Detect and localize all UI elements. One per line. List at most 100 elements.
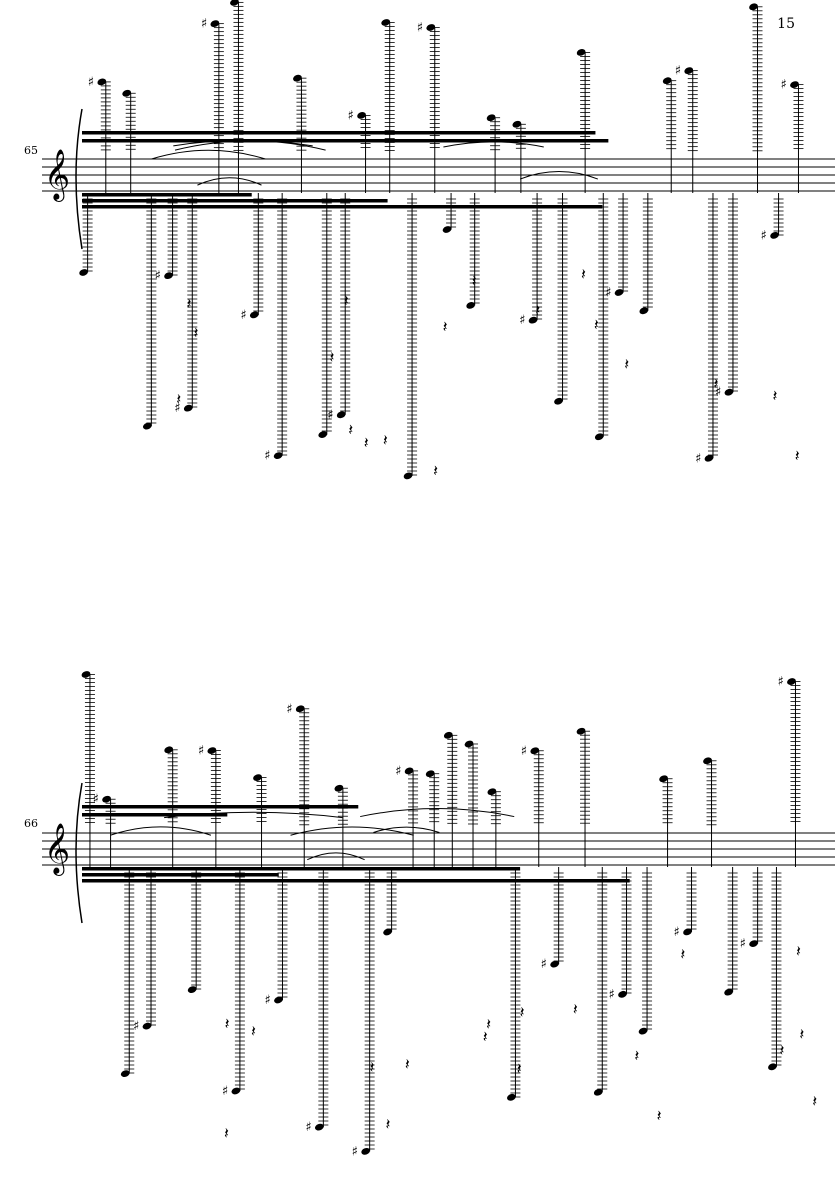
sharp-icon: ♯ <box>521 744 527 759</box>
note-head <box>442 226 452 233</box>
slur <box>197 177 262 186</box>
note-head <box>787 678 796 685</box>
slur <box>360 808 515 818</box>
sharp-icon: ♯ <box>198 744 204 759</box>
note-head <box>507 1093 516 1101</box>
slur <box>174 140 326 151</box>
note-head <box>231 1087 241 1095</box>
sharp-icon: ♯ <box>348 108 354 123</box>
note-head <box>704 454 714 462</box>
sharp-icon: ♯ <box>155 269 161 284</box>
quarter-rest-icon: 𝄽 <box>517 1059 522 1078</box>
note-head <box>768 1063 777 1071</box>
sharp-icon: ♯ <box>88 75 94 90</box>
note-head <box>426 24 436 31</box>
note-head <box>724 988 733 996</box>
note-head <box>381 19 391 26</box>
note-head <box>318 431 328 438</box>
sharp-icon: ♯ <box>519 313 525 328</box>
quarter-rest-icon: 𝄽 <box>486 1015 491 1034</box>
quarter-rest-icon: 𝄽 <box>634 1046 639 1065</box>
sharp-icon: ♯ <box>609 987 615 1002</box>
quarter-rest-icon: 𝄽 <box>224 1123 229 1142</box>
quarter-rest-icon: 𝄽 <box>812 1091 817 1110</box>
note-head <box>383 928 392 936</box>
sharp-icon: ♯ <box>541 957 547 972</box>
quarter-rest-icon: 𝄽 <box>370 1058 375 1077</box>
note-head <box>404 767 414 775</box>
note-head <box>273 452 283 459</box>
quarter-rest-icon: 𝄽 <box>386 1114 391 1133</box>
note-head <box>207 747 217 754</box>
note-head <box>770 231 779 239</box>
quarter-rest-icon: 𝄽 <box>383 430 388 449</box>
note-head <box>724 388 734 396</box>
note-head <box>618 990 627 998</box>
beam <box>82 131 596 135</box>
quarter-rest-icon: 𝄽 <box>251 1022 256 1041</box>
note-head <box>361 1147 371 1155</box>
note-head <box>230 0 239 6</box>
note-head <box>97 78 107 86</box>
slur <box>373 826 440 833</box>
note-head <box>295 705 305 713</box>
note-head <box>293 74 302 82</box>
measure-number-66: 66 <box>24 817 38 830</box>
note-head <box>81 671 91 678</box>
note-head <box>164 746 174 754</box>
quarter-rest-icon: 𝄽 <box>535 301 540 320</box>
note-head <box>749 3 758 11</box>
sharp-icon: ♯ <box>264 449 270 464</box>
beam <box>82 867 521 871</box>
quarter-rest-icon: 𝄽 <box>796 941 801 960</box>
quarter-rest-icon: 𝄽 <box>773 386 778 405</box>
note-head <box>249 311 259 319</box>
note-head <box>486 114 496 122</box>
quarter-rest-icon: 𝄽 <box>364 433 369 452</box>
quarter-rest-icon: 𝄽 <box>714 374 719 393</box>
treble-clef-icon: 𝄞 <box>44 149 70 202</box>
quarter-rest-icon: 𝄽 <box>795 446 800 465</box>
note-head <box>512 120 522 128</box>
quarter-rest-icon: 𝄽 <box>443 317 448 336</box>
note-head <box>314 1123 324 1131</box>
quarter-rest-icon: 𝄽 <box>581 264 586 283</box>
note-head <box>530 747 540 755</box>
quarter-rest-icon: 𝄽 <box>799 1025 804 1044</box>
note-head <box>703 757 712 765</box>
note-head <box>550 960 560 968</box>
sharp-icon: ♯ <box>417 21 423 36</box>
note-head <box>594 433 604 441</box>
note-head <box>659 775 668 783</box>
slur <box>151 149 266 160</box>
quarter-rest-icon: 𝄽 <box>680 945 685 964</box>
note-head <box>102 795 111 803</box>
quarter-rest-icon: 𝄽 <box>520 1002 525 1021</box>
note-head <box>120 1070 130 1078</box>
note-head <box>210 20 220 28</box>
quarter-rest-icon: 𝄽 <box>483 1027 488 1046</box>
note-head <box>253 774 262 781</box>
slur <box>173 139 313 147</box>
note-head <box>684 67 694 75</box>
sharp-icon: ♯ <box>201 17 207 32</box>
measure-number-65: 65 <box>24 144 38 157</box>
note-head <box>614 289 624 296</box>
note-head <box>638 1027 648 1035</box>
sharp-icon: ♯ <box>93 792 99 807</box>
sharp-icon: ♯ <box>133 1019 139 1034</box>
sharp-icon: ♯ <box>740 937 746 952</box>
sharp-icon: ♯ <box>305 1120 311 1135</box>
note-head <box>336 411 346 419</box>
note-head <box>749 940 758 947</box>
quarter-rest-icon: 𝄽 <box>329 347 334 366</box>
page-number: 15 <box>777 16 795 32</box>
sharp-icon: ♯ <box>240 308 246 323</box>
sharp-icon: ♯ <box>761 228 767 243</box>
note-head <box>528 316 538 324</box>
note-head <box>357 112 366 119</box>
quarter-rest-icon: 𝄽 <box>405 1054 410 1073</box>
note-head <box>662 77 672 85</box>
note-head <box>593 1088 603 1096</box>
beam <box>82 199 388 203</box>
